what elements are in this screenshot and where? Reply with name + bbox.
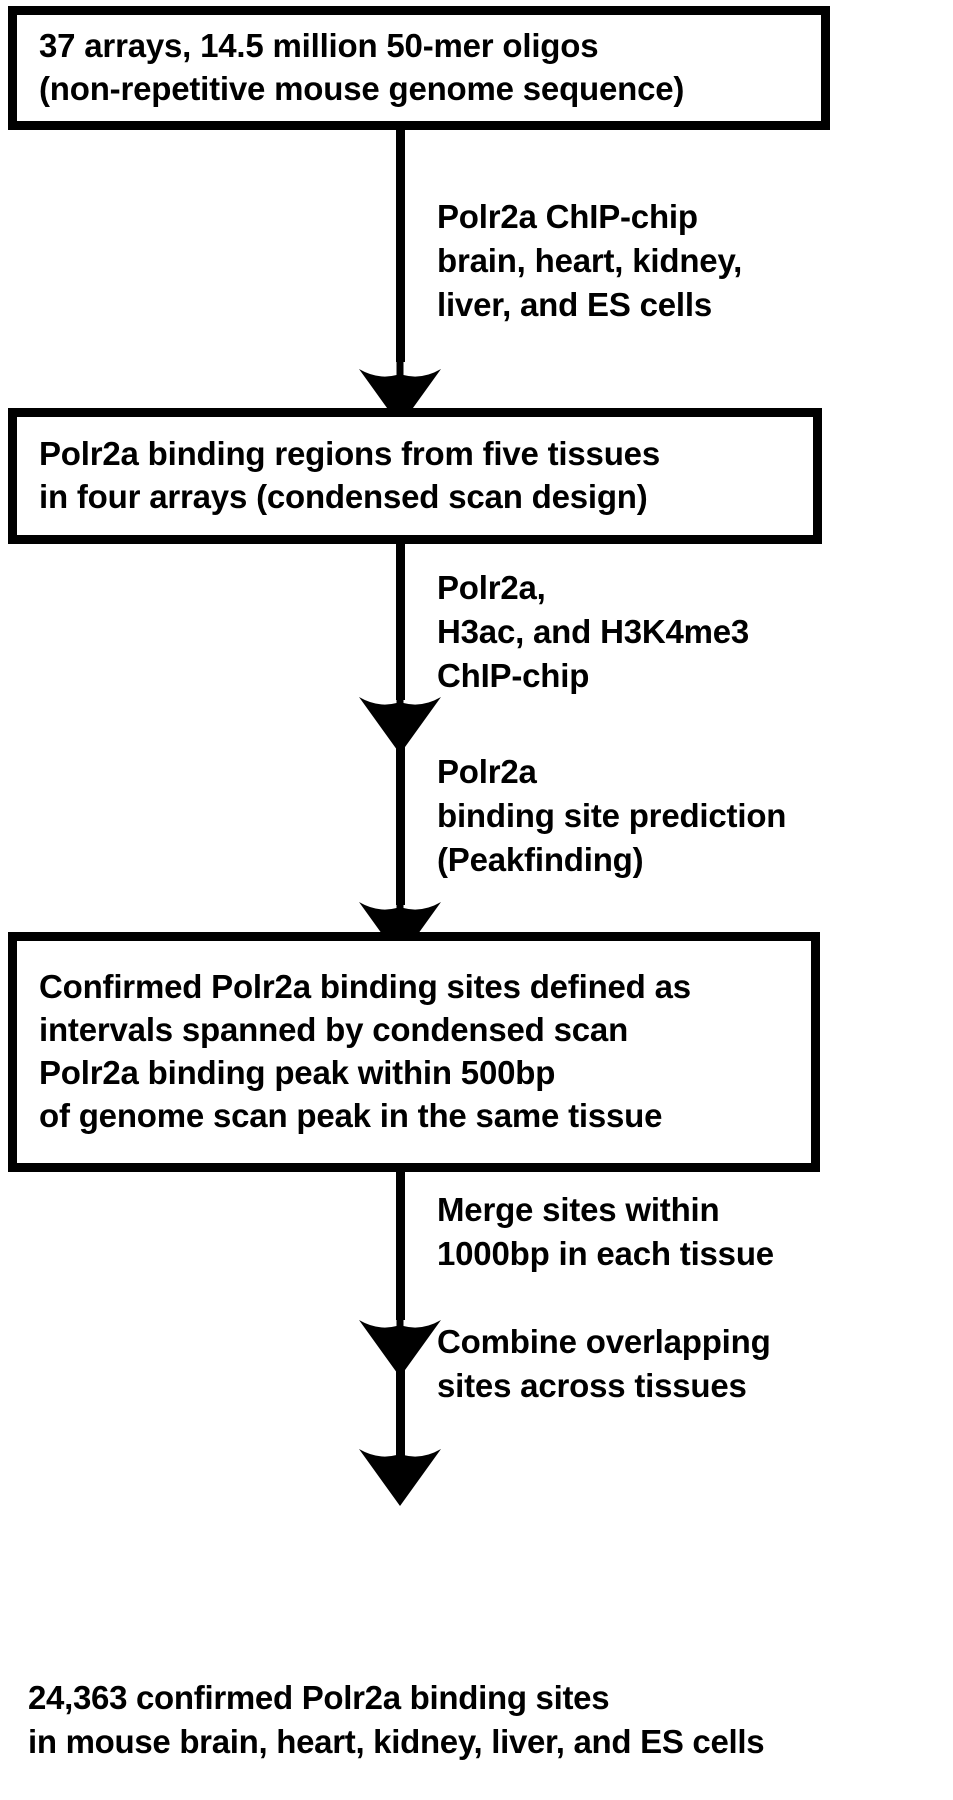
- flow-node-result-text: 24,363 confirmed Polr2a binding sites in…: [28, 1679, 765, 1760]
- arrowhead-midpoint-merge-icon: [357, 1303, 443, 1377]
- flow-node-binding-regions: Polr2a binding regions from five tissues…: [8, 408, 822, 544]
- flow-edge-label-peakfinding: Polr2a binding site prediction (Peakfind…: [437, 753, 787, 878]
- connector-shaft-confirmed-sites-to-midpoint: [396, 1172, 405, 1320]
- flow-node-confirmed-sites-text: Confirmed Polr2a binding sites defined a…: [39, 968, 691, 1134]
- connector-shaft-midpoint-to-result: [396, 1363, 405, 1483]
- connector-shaft-binding-regions-to-midpoint: [396, 544, 405, 700]
- flow-edge-label-chip-chip-tissues: Polr2a ChIP-chip brain, heart, kidney, l…: [437, 198, 743, 323]
- arrowhead-into-result-icon: [357, 1432, 443, 1506]
- flow-node-arrays: 37 arrays, 14.5 million 50-mer oligos (n…: [8, 6, 830, 130]
- arrowhead-into-confirmed-sites-icon: [357, 885, 443, 959]
- connector-shaft-arrays-to-binding-regions: [396, 130, 405, 362]
- flow-node-binding-regions-text: Polr2a binding regions from five tissues…: [39, 435, 660, 515]
- flow-node-arrays-text: 37 arrays, 14.5 million 50-mer oligos (n…: [39, 27, 685, 107]
- arrowhead-midpoint-chip-chip-icon: [357, 680, 443, 754]
- flow-edge-label-combine-overlapping: Combine overlapping sites across tissues: [437, 1323, 771, 1404]
- connector-shaft-midpoint-to-confirmed-sites: [396, 745, 405, 905]
- flow-edge-label-merge-sites: Merge sites within 1000bp in each tissue: [437, 1191, 774, 1272]
- arrowhead-into-binding-regions-icon: [357, 352, 443, 426]
- flow-edge-label-marks-chip-chip: Polr2a, H3ac, and H3K4me3 ChIP-chip: [437, 569, 750, 694]
- flow-node-confirmed-sites: Confirmed Polr2a binding sites defined a…: [8, 932, 820, 1172]
